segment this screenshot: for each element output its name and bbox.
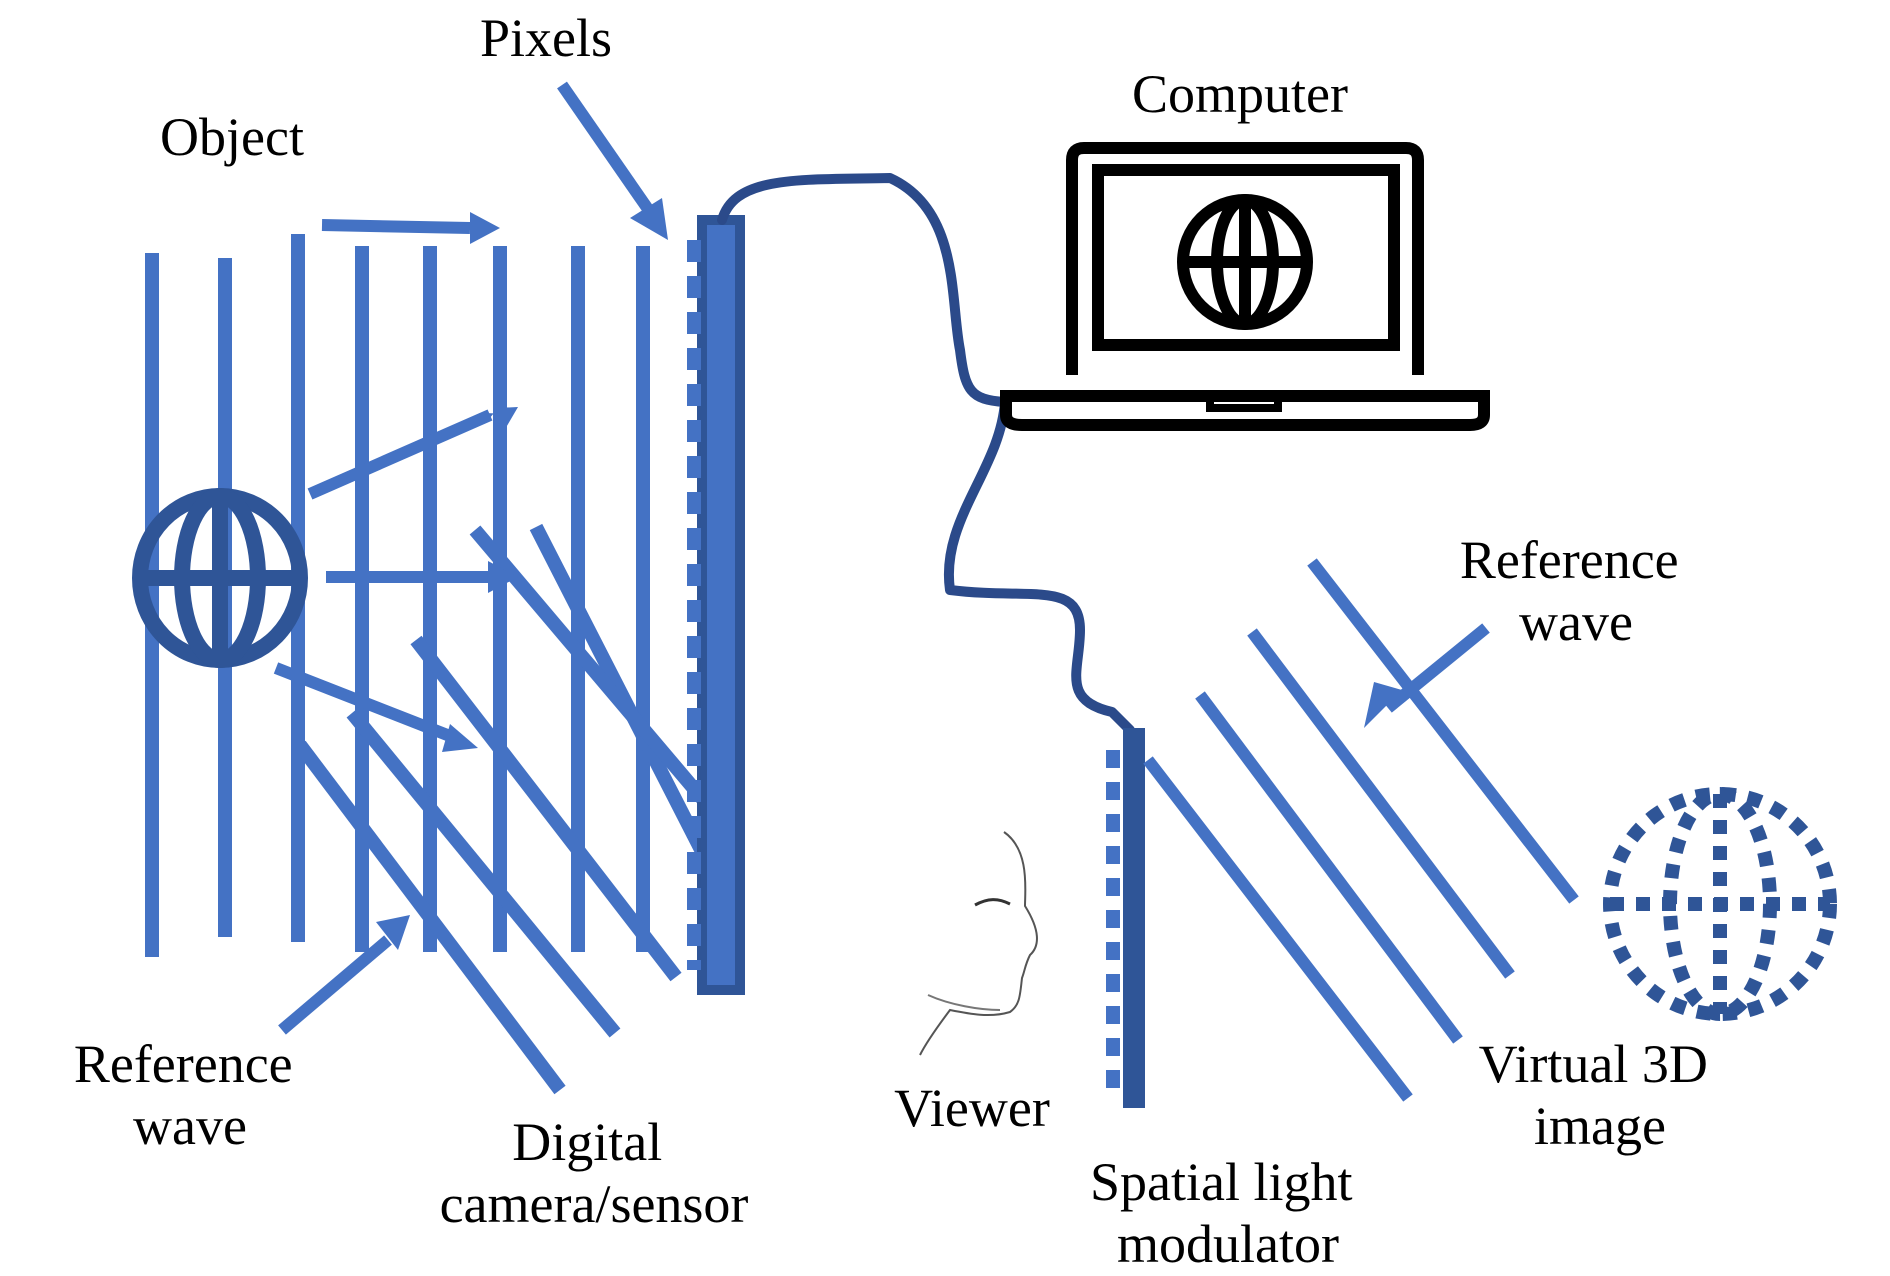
label-digital-camera: Digital camera/sensor bbox=[440, 1112, 749, 1234]
screen-globe-icon bbox=[1177, 194, 1313, 330]
label-computer: Computer bbox=[1132, 64, 1348, 124]
viewer-eye bbox=[974, 898, 1011, 907]
globe-icon bbox=[132, 488, 308, 668]
label-reference-wave-left: Reference wave bbox=[74, 1034, 306, 1156]
spatial-light-modulator bbox=[1106, 728, 1145, 1108]
label-pixels: Pixels bbox=[480, 8, 612, 68]
reference-wave-arrow-left bbox=[278, 915, 410, 1035]
label-reference-wave-right: Reference wave bbox=[1460, 530, 1692, 652]
label-slm: Spatial light modulator bbox=[1090, 1152, 1366, 1274]
arrow-down bbox=[273, 662, 459, 744]
dotted-globe-icon bbox=[1603, 787, 1837, 1021]
digital-camera-sensor bbox=[687, 215, 745, 995]
pixels-arrow bbox=[557, 81, 668, 240]
viewer-chin bbox=[927, 994, 1001, 1011]
face-profile-icon bbox=[919, 831, 1038, 1056]
label-object: Object bbox=[160, 107, 304, 167]
reference-wave-lines-right bbox=[1143, 558, 1579, 1102]
reference-wave-arrow-right bbox=[1364, 623, 1490, 728]
arrow-up bbox=[307, 409, 494, 500]
arrow-heads bbox=[442, 212, 518, 752]
object-arrows bbox=[273, 219, 494, 744]
laptop-icon bbox=[1000, 142, 1490, 431]
label-viewer: Viewer bbox=[894, 1078, 1050, 1138]
label-virtual-image: Virtual 3D image bbox=[1479, 1034, 1722, 1156]
arrow-top bbox=[321, 219, 474, 234]
